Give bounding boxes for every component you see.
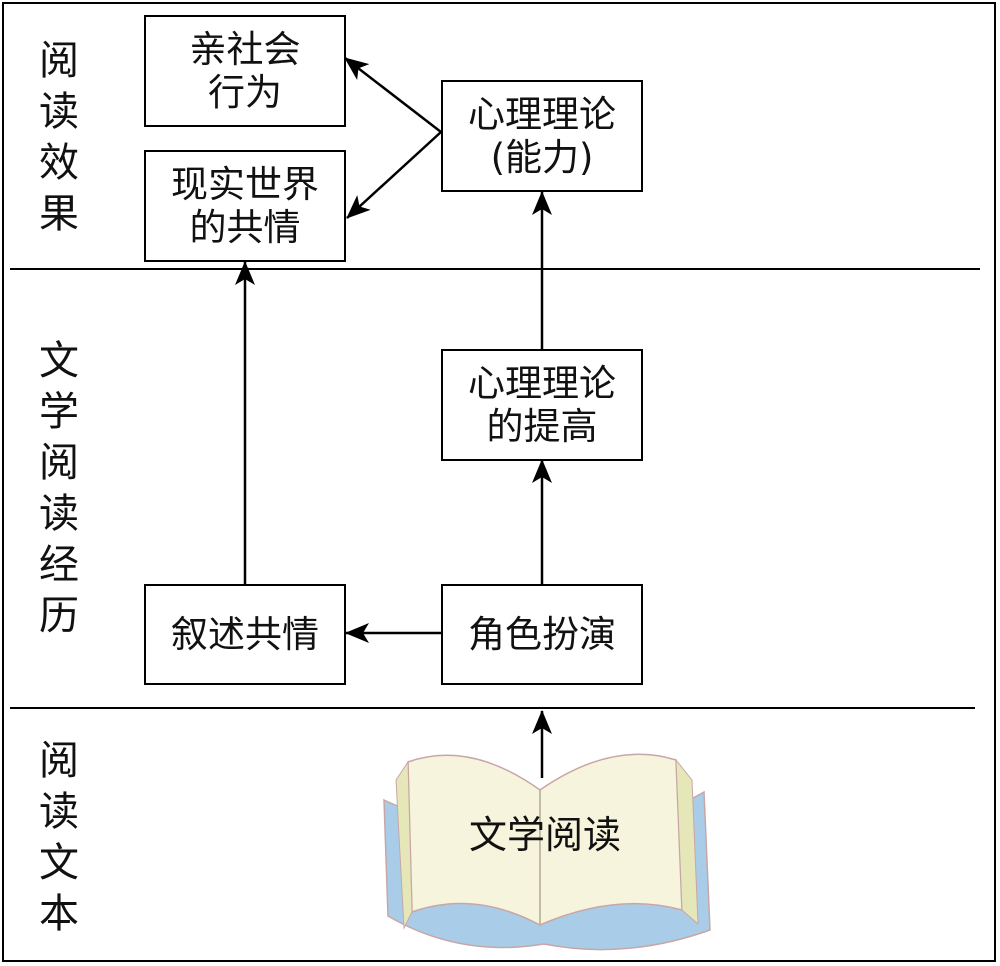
book-label: 文学阅读 — [468, 813, 621, 857]
divider-bottom — [10, 707, 975, 709]
arrow-tom-to-empathy — [346, 131, 442, 219]
book-illustration — [383, 753, 711, 951]
node-tom-improvement: 心理理论 的提高 — [441, 349, 643, 461]
arrow-tom-to-prosocial — [344, 57, 442, 133]
section-label-reading-text: 阅 读 文 本 — [39, 738, 79, 937]
node-narrative-empathy: 叙述共情 — [144, 584, 346, 685]
divider-top — [10, 268, 980, 270]
book-left-shade — [395, 760, 413, 930]
section-label-reading-experience: 文 学 阅 读 经 历 — [39, 338, 79, 639]
node-prosocial-behavior: 亲社会 行为 — [144, 15, 346, 127]
section-label-reading-effects: 阅 读 效 果 — [39, 38, 79, 237]
node-role-play: 角色扮演 — [441, 584, 643, 685]
node-real-world-empathy: 现实世界 的共情 — [144, 150, 346, 262]
book-right-shade — [675, 758, 699, 926]
node-theory-of-mind: 心理理论 (能力) — [441, 80, 643, 192]
